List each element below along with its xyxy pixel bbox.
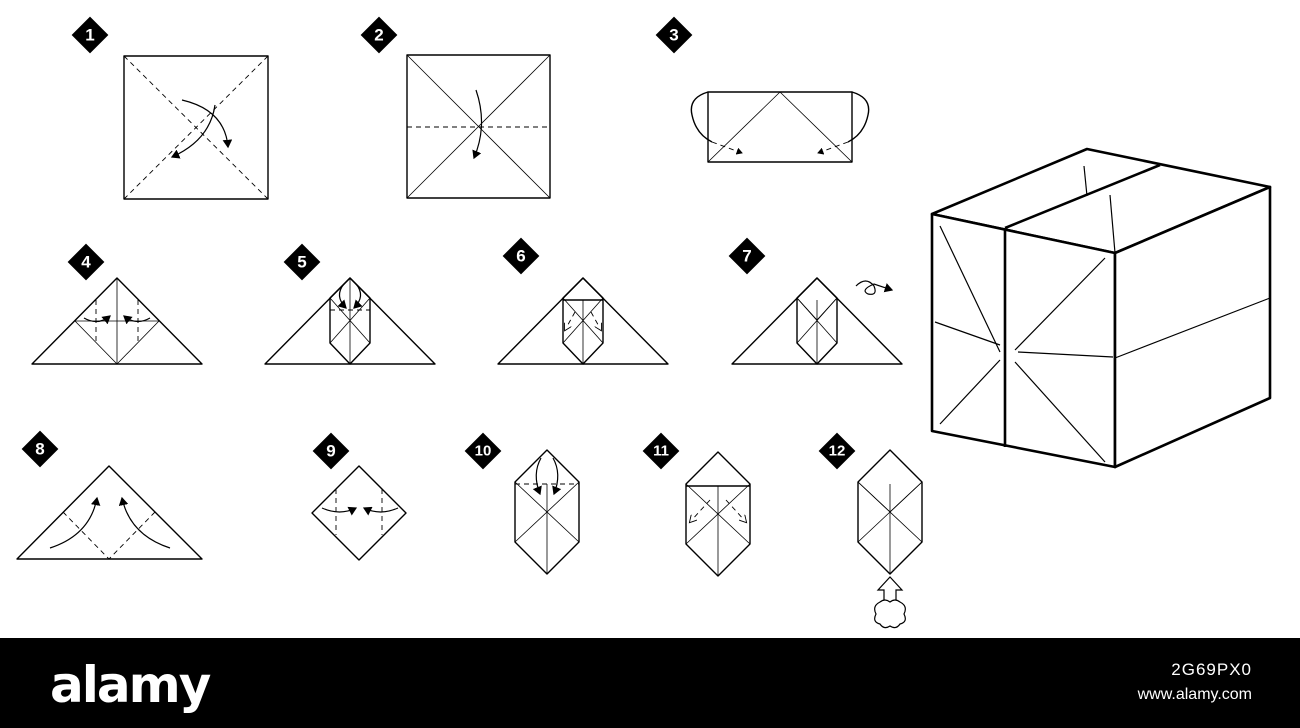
origami-box-instructions: 1 2 3 4 5 6 7 8 9 10 11 12 [16, 16, 1272, 629]
step-4-figure [31, 277, 203, 365]
svg-text:5: 5 [297, 253, 306, 272]
step-7-figure [731, 277, 903, 365]
finished-box-figure [930, 147, 1272, 469]
stock-footer: alamy 2G69PX0 www.alamy.com [0, 638, 1300, 728]
svg-text:3: 3 [669, 26, 678, 45]
svg-text:8: 8 [35, 440, 44, 459]
svg-text:7: 7 [742, 247, 751, 266]
step-5-badge: 5 [283, 243, 321, 281]
svg-text:10: 10 [475, 443, 492, 460]
step-5-figure [264, 277, 436, 365]
step-10-figure [514, 449, 580, 575]
svg-text:1: 1 [85, 26, 94, 45]
step-3-figure [690, 91, 870, 163]
step-11-badge: 11 [642, 432, 680, 470]
step-11-figure [685, 451, 751, 577]
svg-text:9: 9 [326, 442, 335, 461]
svg-text:12: 12 [829, 443, 846, 460]
step-6-badge: 6 [502, 237, 540, 275]
step-9-figure [311, 465, 407, 561]
step-2-figure [406, 54, 551, 199]
step-1-badge: 1 [71, 16, 109, 54]
step-12-figure [857, 449, 923, 629]
step-4-badge: 4 [67, 243, 105, 281]
step-12-badge: 12 [818, 432, 856, 470]
step-6-figure [497, 277, 669, 365]
step-8-figure [16, 465, 203, 560]
step-2-badge: 2 [360, 16, 398, 54]
svg-text:11: 11 [653, 443, 669, 460]
step-1-figure [123, 55, 269, 200]
step-8-badge: 8 [21, 430, 59, 468]
step-10-badge: 10 [464, 432, 502, 470]
blow-air-icon [874, 576, 906, 629]
brand-logo[interactable]: alamy [50, 656, 211, 714]
step-7-badge: 7 [728, 237, 766, 275]
svg-text:4: 4 [81, 253, 91, 272]
svg-text:2: 2 [374, 26, 383, 45]
step-3-badge: 3 [655, 16, 693, 54]
image-id: 2G69PX0 [1171, 660, 1252, 679]
site-link[interactable]: www.alamy.com [1137, 686, 1252, 703]
step-9-badge: 9 [312, 432, 350, 470]
svg-text:6: 6 [516, 247, 525, 266]
